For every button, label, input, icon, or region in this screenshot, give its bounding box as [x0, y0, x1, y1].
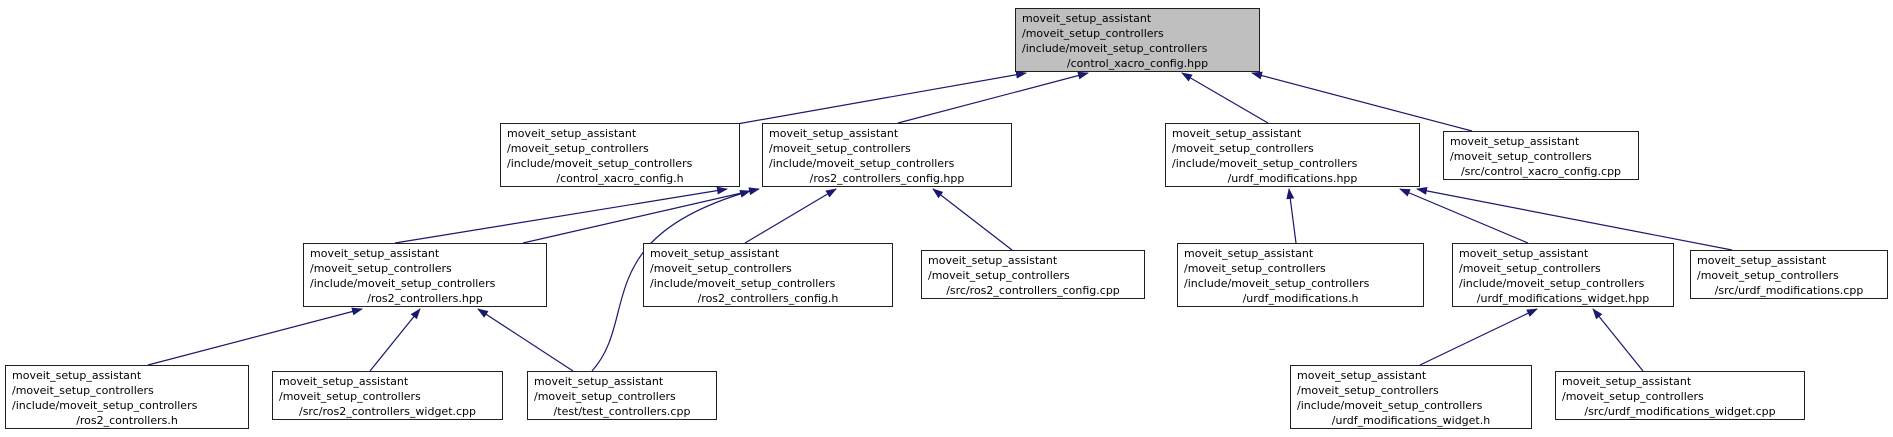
- node-path-line: /include/moveit_setup_controllers: [507, 157, 693, 170]
- node-path-line: /include/moveit_setup_controllers: [1297, 399, 1483, 412]
- node-path-line: /urdf_modifications.hpp: [1227, 172, 1358, 185]
- node-path-line: /include/moveit_setup_controllers: [1459, 277, 1645, 290]
- node-urdf-modifications-hpp[interactable]: moveit_setup_assistant /moveit_setup_con…: [1165, 123, 1420, 187]
- node-path-line: moveit_setup_assistant: [310, 247, 440, 260]
- node-src-urdf-modifications-cpp[interactable]: moveit_setup_assistant /moveit_setup_con…: [1690, 250, 1888, 299]
- node-path-line: /moveit_setup_controllers: [1184, 262, 1326, 275]
- node-src-ros2-controllers-widget-cpp[interactable]: moveit_setup_assistant /moveit_setup_con…: [272, 371, 503, 420]
- node-path-line: /include/moveit_setup_controllers: [1172, 157, 1358, 170]
- node-path-line: /include/moveit_setup_controllers: [769, 157, 955, 170]
- node-path-line: /moveit_setup_controllers: [1450, 150, 1592, 163]
- node-path-line: moveit_setup_assistant: [1459, 247, 1589, 260]
- node-path-line: /control_xacro_config.hpp: [1066, 57, 1209, 70]
- node-path-line: /moveit_setup_controllers: [534, 390, 676, 403]
- node-path-line: moveit_setup_assistant: [650, 247, 780, 260]
- node-path-line: /include/moveit_setup_controllers: [1022, 42, 1208, 55]
- node-path-line: /urdf_modifications_widget.h: [1331, 414, 1491, 427]
- node-path-line: moveit_setup_assistant: [1172, 127, 1302, 140]
- node-path-line: /moveit_setup_controllers: [769, 142, 911, 155]
- edge-test-controllers-cpp-to-ros2-controllers-hpp: [477, 308, 574, 372]
- node-path-line: /moveit_setup_controllers: [1297, 384, 1439, 397]
- node-path-line: /include/moveit_setup_controllers: [650, 277, 836, 290]
- node-path-line: /src/ros2_controllers_widget.cpp: [298, 405, 477, 418]
- node-path-line: /moveit_setup_controllers: [928, 269, 1070, 282]
- node-path-line: /urdf_modifications.h: [1242, 292, 1359, 305]
- node-control-xacro-config-h[interactable]: moveit_setup_assistant /moveit_setup_con…: [500, 123, 740, 187]
- node-path-line: /moveit_setup_controllers: [1562, 390, 1704, 403]
- node-path-line: moveit_setup_assistant: [1184, 247, 1314, 260]
- node-path-line: /ros2_controllers_config.h: [697, 292, 839, 305]
- edge-ros2-controllers-config-h-to-ros2-controllers-config-hpp: [744, 188, 837, 244]
- node-ros2-controllers-config-hpp[interactable]: moveit_setup_assistant /moveit_setup_con…: [762, 123, 1012, 187]
- node-path-line: /moveit_setup_controllers: [1459, 262, 1601, 275]
- node-path-line: /src/ros2_controllers_config.cpp: [946, 284, 1120, 297]
- node-path-line: /urdf_modifications_widget.hpp: [1476, 292, 1650, 305]
- node-path-line: /ros2_controllers.h: [76, 414, 178, 427]
- node-path-line: /include/moveit_setup_controllers: [1184, 277, 1370, 290]
- node-path-line: /test/test_controllers.cpp: [553, 405, 691, 418]
- node-src-control-xacro-config-cpp[interactable]: moveit_setup_assistant /moveit_setup_con…: [1443, 131, 1639, 180]
- node-path-line: moveit_setup_assistant: [1697, 254, 1827, 267]
- edge-src-urdf-modifications-widget-cpp-to-urdf-modifications-widget-hpp: [1592, 308, 1644, 372]
- node-path-line: /moveit_setup_controllers: [12, 384, 154, 397]
- node-path-line: moveit_setup_assistant: [1022, 12, 1152, 25]
- node-path-line: moveit_setup_assistant: [1450, 135, 1580, 148]
- node-path-line: /include/moveit_setup_controllers: [310, 277, 496, 290]
- node-path-line: /ros2_controllers_config.hpp: [809, 172, 965, 185]
- node-path-line: /src/urdf_modifications.cpp: [1714, 284, 1864, 297]
- node-path-line: moveit_setup_assistant: [1297, 369, 1427, 382]
- node-path-line: /src/urdf_modifications_widget.cpp: [1584, 405, 1776, 418]
- node-path-line: moveit_setup_assistant: [507, 127, 637, 140]
- node-path-line: /include/moveit_setup_controllers: [12, 399, 198, 412]
- node-path-line: moveit_setup_assistant: [279, 375, 409, 388]
- node-ros2-controllers-config-h[interactable]: moveit_setup_assistant /moveit_setup_con…: [643, 243, 893, 307]
- node-path-line: /moveit_setup_controllers: [1172, 142, 1314, 155]
- node-path-line: moveit_setup_assistant: [12, 369, 142, 382]
- node-ros2-controllers-hpp[interactable]: moveit_setup_assistant /moveit_setup_con…: [303, 243, 547, 307]
- edge-ros2-controllers-config-hpp-to-root: [897, 71, 1089, 124]
- node-path-line: /ros2_controllers.hpp: [367, 292, 483, 305]
- edge-src-ros2-controllers-widget-cpp-to-ros2-controllers-hpp: [369, 308, 421, 372]
- edge-ros2-controllers-h-to-ros2-controllers-hpp: [147, 307, 363, 366]
- edge-src-control-xacro-config-cpp-to-root: [1251, 71, 1473, 132]
- node-src-ros2-controllers-config-cpp[interactable]: moveit_setup_assistant /moveit_setup_con…: [921, 250, 1145, 299]
- edge-src-ros2-controllers-config-cpp-to-ros2-controllers-config-hpp: [932, 188, 1013, 251]
- node-path-line: moveit_setup_assistant: [534, 375, 664, 388]
- node-path-line: moveit_setup_assistant: [928, 254, 1058, 267]
- node-path-line: /moveit_setup_controllers: [1022, 27, 1164, 40]
- node-path-line: /control_xacro_config.h: [556, 172, 684, 185]
- node-path-line: /moveit_setup_controllers: [650, 262, 792, 275]
- node-src-urdf-modifications-widget-cpp[interactable]: moveit_setup_assistant /moveit_setup_con…: [1555, 371, 1805, 420]
- edge-test-controllers-cpp-to-ros2-controllers-config-hpp: [591, 189, 751, 372]
- node-path-line: moveit_setup_assistant: [1562, 375, 1692, 388]
- edge-urdf-modifications-widget-hpp-to-urdf-modifications-hpp: [1399, 188, 1529, 244]
- node-urdf-modifications-widget-h[interactable]: moveit_setup_assistant /moveit_setup_con…: [1290, 365, 1532, 429]
- edge-urdf-modifications-hpp-to-root: [1181, 72, 1269, 124]
- edge-src-urdf-modifications-cpp-to-urdf-modifications-hpp: [1416, 186, 1733, 251]
- edge-urdf-modifications-widget-h-to-urdf-modifications-widget-hpp: [1419, 308, 1538, 366]
- node-path-line: /moveit_setup_controllers: [507, 142, 649, 155]
- node-path-line: /moveit_setup_controllers: [310, 262, 452, 275]
- node-path-line: /src/control_xacro_config.cpp: [1460, 165, 1622, 178]
- node-path-line: /moveit_setup_controllers: [1697, 269, 1839, 282]
- node-ros2-controllers-h[interactable]: moveit_setup_assistant /moveit_setup_con…: [5, 365, 249, 429]
- node-path-line: /moveit_setup_controllers: [279, 390, 421, 403]
- edge-control-xacro-config-h-to-root: [736, 70, 1027, 125]
- edge-ros2-controllers-hpp-to-control-xacro-config-h: [394, 186, 728, 244]
- node-urdf-modifications-widget-hpp[interactable]: moveit_setup_assistant /moveit_setup_con…: [1452, 243, 1674, 307]
- node-control-xacro-config-hpp: moveit_setup_assistant /moveit_setup_con…: [1015, 8, 1260, 72]
- node-path-line: moveit_setup_assistant: [769, 127, 899, 140]
- node-urdf-modifications-h[interactable]: moveit_setup_assistant /moveit_setup_con…: [1177, 243, 1424, 307]
- edge-ros2-controllers-hpp-to-ros2-controllers-config-hpp: [522, 187, 760, 244]
- node-test-controllers-cpp[interactable]: moveit_setup_assistant /moveit_setup_con…: [527, 371, 717, 420]
- edge-urdf-modifications-h-to-urdf-modifications-hpp: [1286, 188, 1297, 244]
